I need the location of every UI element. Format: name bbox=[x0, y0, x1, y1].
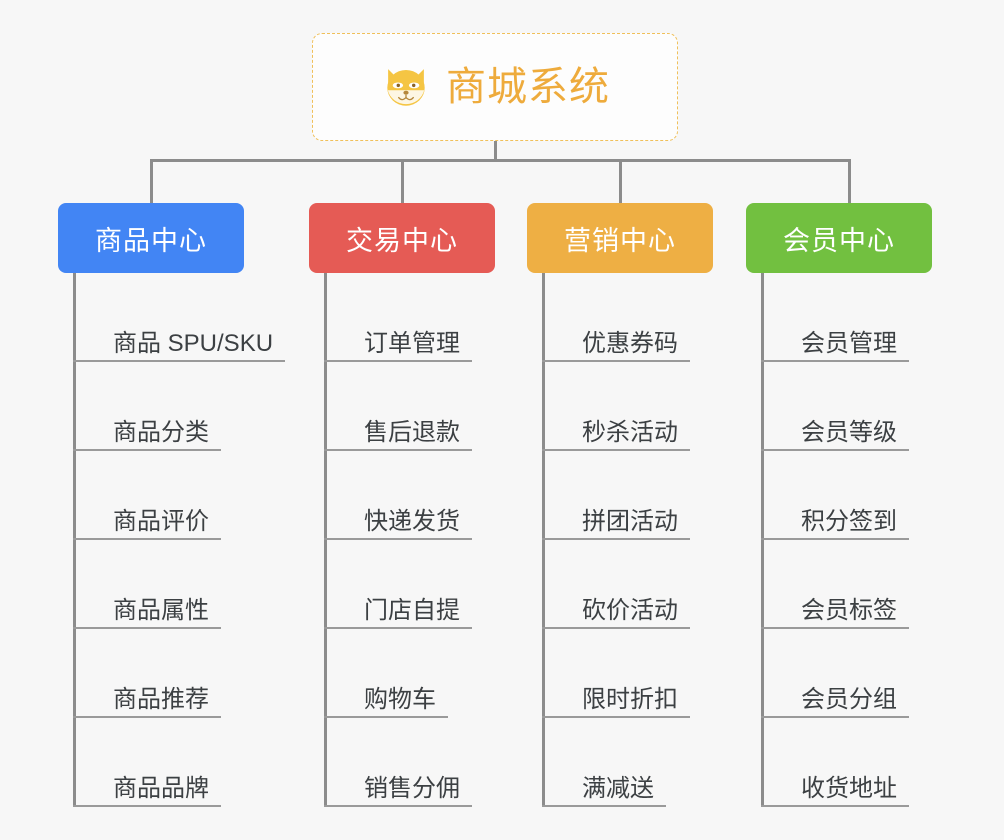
category-header-2[interactable]: 交易中心 bbox=[309, 203, 495, 273]
list-item-label: 限时折扣 bbox=[542, 686, 690, 719]
list-item[interactable]: 商品分类 bbox=[73, 362, 244, 452]
column-spine-3 bbox=[542, 273, 545, 807]
column-spine-1 bbox=[73, 273, 76, 807]
category-column-2: 交易中心 订单管理 售后退款 快递发货 门店自提 购物车 销售分佣 bbox=[309, 203, 495, 808]
list-item[interactable]: 砍价活动 bbox=[542, 540, 713, 630]
list-item[interactable]: 商品属性 bbox=[73, 540, 244, 630]
list-item[interactable]: 满减送 bbox=[542, 718, 713, 808]
list-item-label: 收货地址 bbox=[761, 775, 909, 808]
list-item-label: 售后退款 bbox=[324, 419, 472, 452]
list-item-label: 满减送 bbox=[542, 775, 666, 808]
column-spine-4 bbox=[761, 273, 764, 807]
root-stem-connector bbox=[494, 141, 497, 161]
shiba-dog-face-icon bbox=[387, 69, 425, 106]
list-item[interactable]: 会员标签 bbox=[761, 540, 932, 630]
category-items-3: 优惠券码 秒杀活动 拼团活动 砍价活动 限时折扣 满减送 bbox=[542, 273, 713, 808]
category-column-3: 营销中心 优惠券码 秒杀活动 拼团活动 砍价活动 限时折扣 满减送 bbox=[527, 203, 713, 808]
category-header-4[interactable]: 会员中心 bbox=[746, 203, 932, 273]
list-item-label: 购物车 bbox=[324, 686, 448, 719]
list-item[interactable]: 会员等级 bbox=[761, 362, 932, 452]
list-item-label: 会员管理 bbox=[761, 330, 909, 363]
root-node[interactable]: 商城系统 bbox=[312, 33, 678, 141]
category-header-1[interactable]: 商品中心 bbox=[58, 203, 244, 273]
list-item-label: 商品推荐 bbox=[73, 686, 221, 719]
root-title: 商城系统 bbox=[446, 65, 610, 109]
list-item[interactable]: 购物车 bbox=[324, 629, 495, 719]
list-item[interactable]: 优惠券码 bbox=[542, 273, 713, 363]
list-item[interactable]: 秒杀活动 bbox=[542, 362, 713, 452]
list-item-label: 商品评价 bbox=[73, 508, 221, 541]
category-items-2: 订单管理 售后退款 快递发货 门店自提 购物车 销售分佣 bbox=[324, 273, 495, 808]
list-item[interactable]: 销售分佣 bbox=[324, 718, 495, 808]
drop-connector-1 bbox=[150, 159, 153, 207]
category-header-3[interactable]: 营销中心 bbox=[527, 203, 713, 273]
list-item-label: 秒杀活动 bbox=[542, 419, 690, 452]
list-item[interactable]: 会员分组 bbox=[761, 629, 932, 719]
category-items-1: 商品 SPU/SKU 商品分类 商品评价 商品属性 商品推荐 商品品牌 bbox=[72, 273, 286, 808]
list-item-label: 拼团活动 bbox=[542, 508, 690, 541]
list-item[interactable]: 商品品牌 bbox=[73, 718, 244, 808]
list-item[interactable]: 门店自提 bbox=[324, 540, 495, 630]
list-item[interactable]: 积分签到 bbox=[761, 451, 932, 541]
list-item-label: 会员标签 bbox=[761, 597, 909, 630]
drop-connector-2 bbox=[401, 159, 404, 207]
list-item[interactable]: 会员管理 bbox=[761, 273, 932, 363]
list-item[interactable]: 拼团活动 bbox=[542, 451, 713, 541]
list-item[interactable]: 收货地址 bbox=[761, 718, 932, 808]
list-item-label: 商品分类 bbox=[73, 419, 221, 452]
list-item[interactable]: 售后退款 bbox=[324, 362, 495, 452]
category-items-4: 会员管理 会员等级 积分签到 会员标签 会员分组 收货地址 bbox=[761, 273, 932, 808]
list-item[interactable]: 快递发货 bbox=[324, 451, 495, 541]
list-item-label: 砍价活动 bbox=[542, 597, 690, 630]
list-item[interactable]: 商品评价 bbox=[73, 451, 244, 541]
drop-connector-3 bbox=[619, 159, 622, 207]
list-item-label: 订单管理 bbox=[324, 330, 472, 363]
drop-connector-4 bbox=[848, 159, 851, 207]
list-item-label: 门店自提 bbox=[324, 597, 472, 630]
list-item-label: 商品品牌 bbox=[73, 775, 221, 808]
list-item[interactable]: 商品 SPU/SKU bbox=[72, 273, 286, 363]
column-spine-2 bbox=[324, 273, 327, 807]
list-item[interactable]: 限时折扣 bbox=[542, 629, 713, 719]
list-item[interactable]: 商品推荐 bbox=[73, 629, 244, 719]
horizontal-bus-connector bbox=[150, 159, 851, 162]
category-column-1: 商品中心 商品 SPU/SKU 商品分类 商品评价 商品属性 商品推荐 商品品牌 bbox=[58, 203, 286, 808]
list-item-label: 销售分佣 bbox=[324, 775, 472, 808]
list-item-label: 优惠券码 bbox=[542, 330, 690, 363]
category-header-label: 会员中心 bbox=[783, 225, 895, 256]
category-header-label: 商品中心 bbox=[95, 225, 207, 256]
category-header-label: 营销中心 bbox=[564, 225, 676, 256]
list-item-label: 快递发货 bbox=[324, 508, 472, 541]
list-item-label: 会员分组 bbox=[761, 686, 909, 719]
list-item[interactable]: 订单管理 bbox=[324, 273, 495, 363]
list-item-label: 会员等级 bbox=[761, 419, 909, 452]
category-column-4: 会员中心 会员管理 会员等级 积分签到 会员标签 会员分组 收货地址 bbox=[746, 203, 932, 808]
list-item-label: 商品 SPU/SKU bbox=[72, 330, 286, 363]
category-header-label: 交易中心 bbox=[346, 225, 458, 256]
list-item-label: 积分签到 bbox=[761, 508, 909, 541]
list-item-label: 商品属性 bbox=[73, 597, 221, 630]
